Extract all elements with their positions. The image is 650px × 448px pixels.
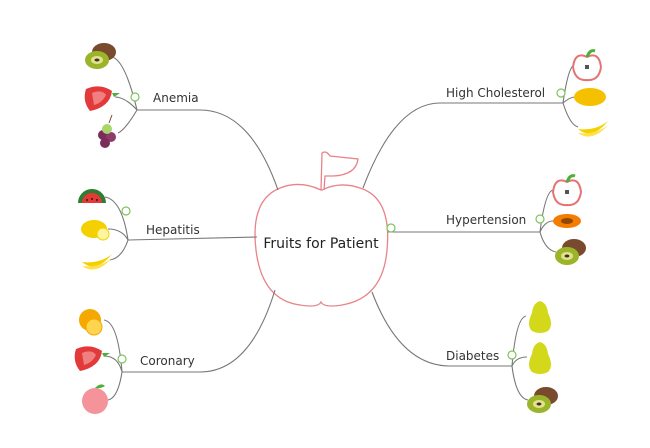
topic-anemia[interactable]: Anemia <box>153 91 199 105</box>
topic-high-cholesterol[interactable]: High Cholesterol <box>446 86 546 100</box>
edge-hepatitis <box>127 236 258 241</box>
central-apple[interactable] <box>254 151 389 307</box>
edge-anemia <box>137 109 279 191</box>
edge-coronary <box>122 289 276 373</box>
edge-high-cholesterol <box>362 102 563 189</box>
topic-diabetes[interactable]: Diabetes <box>446 349 500 363</box>
topic-hepatitis[interactable]: Hepatitis <box>146 223 200 237</box>
collapse-toggles[interactable] <box>117 88 566 364</box>
central-topic[interactable]: Fruits for Patient <box>263 236 379 252</box>
topic-hypertension[interactable]: Hypertension <box>446 213 527 227</box>
topic-coronary[interactable]: Coronary <box>140 354 195 368</box>
edge-diabetes <box>371 291 512 367</box>
